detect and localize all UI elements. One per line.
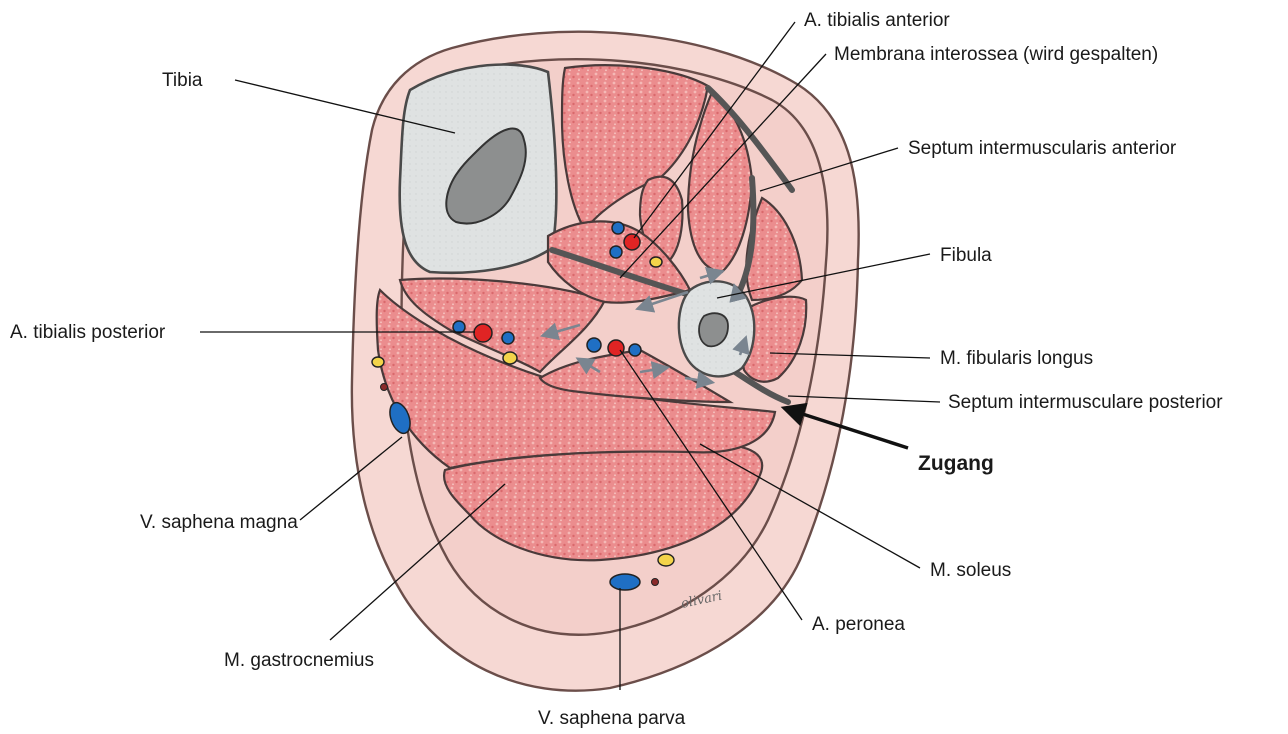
label-tibia: Tibia xyxy=(162,70,203,91)
label-zugang: Zugang xyxy=(918,452,994,475)
label-m-soleus: M. soleus xyxy=(930,560,1011,581)
label-a-tibialis-posterior: A. tibialis posterior xyxy=(10,322,166,343)
label-septum-anterior: Septum intermuscularis anterior xyxy=(908,138,1177,159)
label-a-tibialis-anterior: A. tibialis anterior xyxy=(804,10,950,31)
label-m-gastrocnemius: M. gastrocnemius xyxy=(224,650,374,671)
label-v-saphena-magna: V. saphena magna xyxy=(140,512,298,533)
label-membrana-interossea: Membrana interossea (wird gespalten) xyxy=(834,44,1158,65)
label-fibula: Fibula xyxy=(940,245,992,266)
label-septum-posterior: Septum intermusculare posterior xyxy=(948,392,1223,413)
label-v-saphena-parva: V. saphena parva xyxy=(538,708,686,729)
label-m-fibularis-longus: M. fibularis longus xyxy=(940,348,1093,369)
label-a-peronea: A. peronea xyxy=(812,614,905,635)
